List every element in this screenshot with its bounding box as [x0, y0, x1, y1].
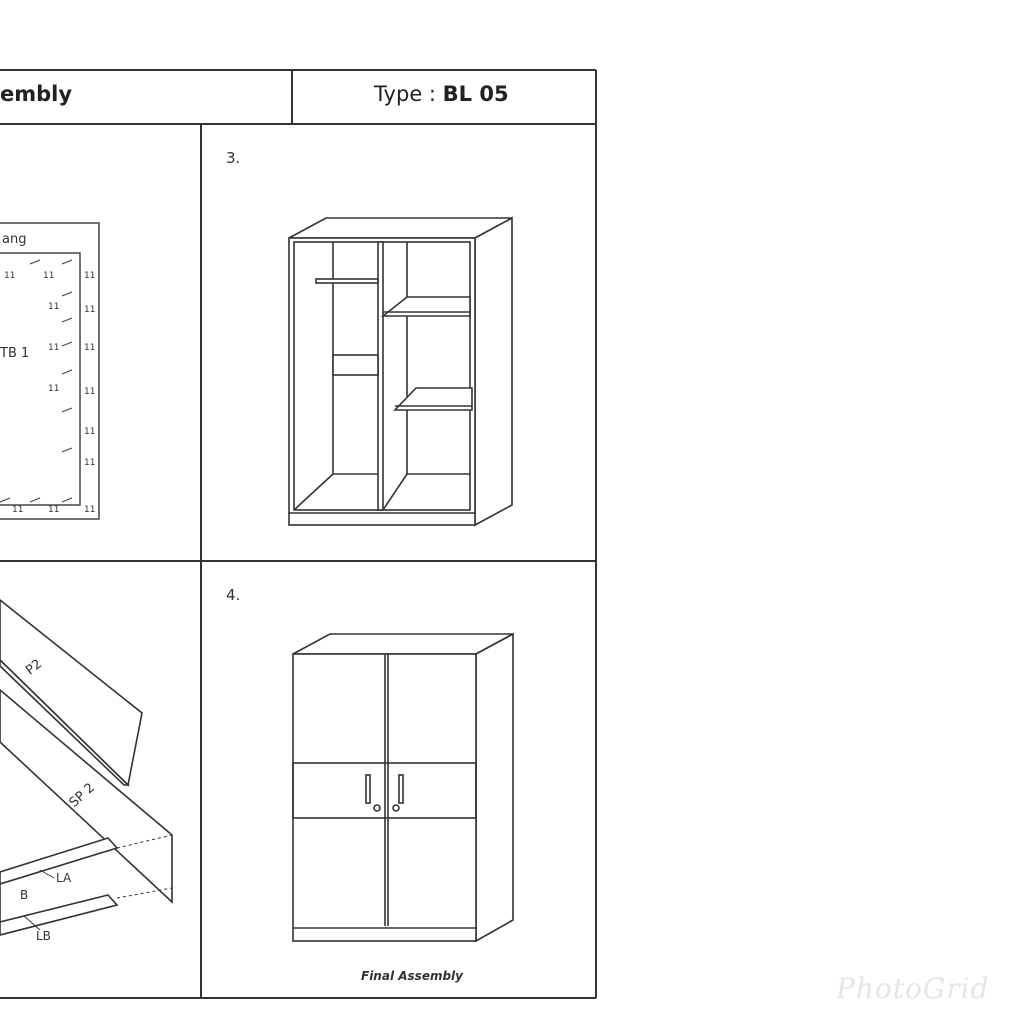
part-label-lb: LB [36, 929, 51, 943]
nail-mark: 11 [48, 505, 60, 515]
nail-mark: 11 [84, 305, 96, 315]
nail-mark: 11 [43, 271, 55, 281]
nail-mark: 11 [48, 302, 60, 312]
photogrid-watermark: PhotoGrid [836, 972, 990, 1005]
step-number-4: 4. [226, 586, 241, 604]
nail-mark: 11 [4, 271, 16, 281]
final-assembly-caption: Final Assembly [361, 969, 463, 983]
nail-mark: 11 [12, 505, 24, 515]
board-label-tb1: TB 1 [0, 346, 30, 361]
part-label-b: B [20, 888, 29, 902]
nail-mark: 11 [84, 271, 96, 281]
board-tb1-diagram [0, 222, 100, 520]
nail-mark: 11 [84, 387, 96, 397]
type-value: BL 05 [442, 82, 509, 106]
header-title-fragment: embly [0, 82, 73, 106]
nail-mark: 11 [84, 458, 96, 468]
step-number-3: 3. [226, 149, 241, 167]
nail-mark: 11 [84, 343, 96, 353]
nail-mark: 11 [48, 343, 60, 353]
nail-mark: 11 [48, 384, 60, 394]
nail-mark: 11 [84, 427, 96, 437]
header-type: Type : BL 05 [374, 82, 509, 106]
step2-label-fragment: ang [2, 232, 27, 247]
type-label: Type : [374, 82, 443, 106]
exploded-panels-drawing [0, 598, 173, 936]
wardrobe-closed-drawing [292, 632, 514, 943]
part-label-la: LA [56, 871, 72, 885]
table-frame [0, 69, 597, 999]
wardrobe-open-drawing [288, 216, 513, 527]
nail-mark: 11 [84, 505, 96, 515]
